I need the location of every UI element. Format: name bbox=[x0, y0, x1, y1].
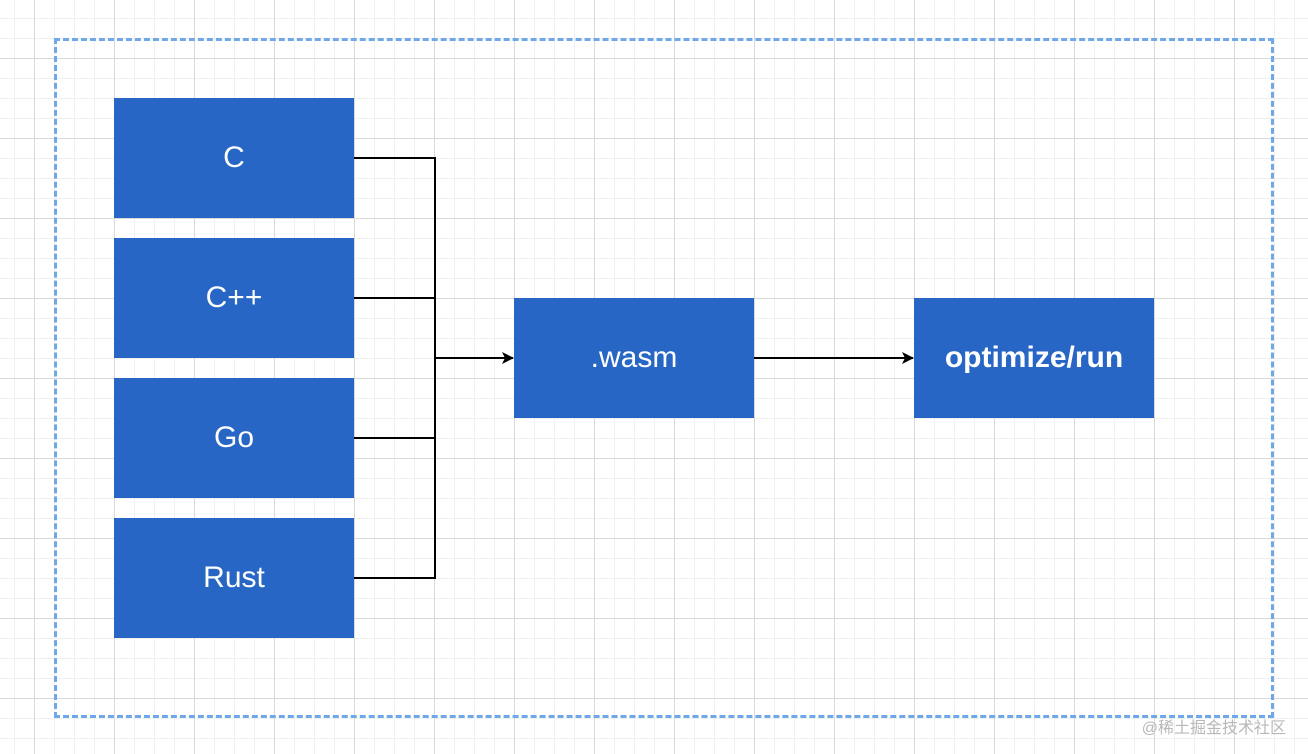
dashed-frame bbox=[54, 38, 1274, 718]
source-language-cpp-box[interactable]: C++ bbox=[114, 238, 354, 358]
source-language-c-label: C bbox=[223, 141, 245, 174]
source-language-c-box[interactable]: C bbox=[114, 98, 354, 218]
wasm-box[interactable]: .wasm bbox=[514, 298, 754, 418]
watermark: @稀土掘金技术社区 bbox=[1141, 720, 1286, 737]
optimize-run-label: optimize/run bbox=[944, 341, 1124, 374]
source-language-go-label: Go bbox=[213, 421, 255, 454]
wasm-label: .wasm bbox=[590, 341, 678, 374]
source-language-cpp-label: C++ bbox=[205, 281, 263, 314]
optimize-run-box[interactable]: optimize/run bbox=[914, 298, 1154, 418]
source-language-go-box[interactable]: Go bbox=[114, 378, 354, 498]
source-language-rust-label: Rust bbox=[203, 561, 265, 594]
source-language-rust-box[interactable]: Rust bbox=[114, 518, 354, 638]
